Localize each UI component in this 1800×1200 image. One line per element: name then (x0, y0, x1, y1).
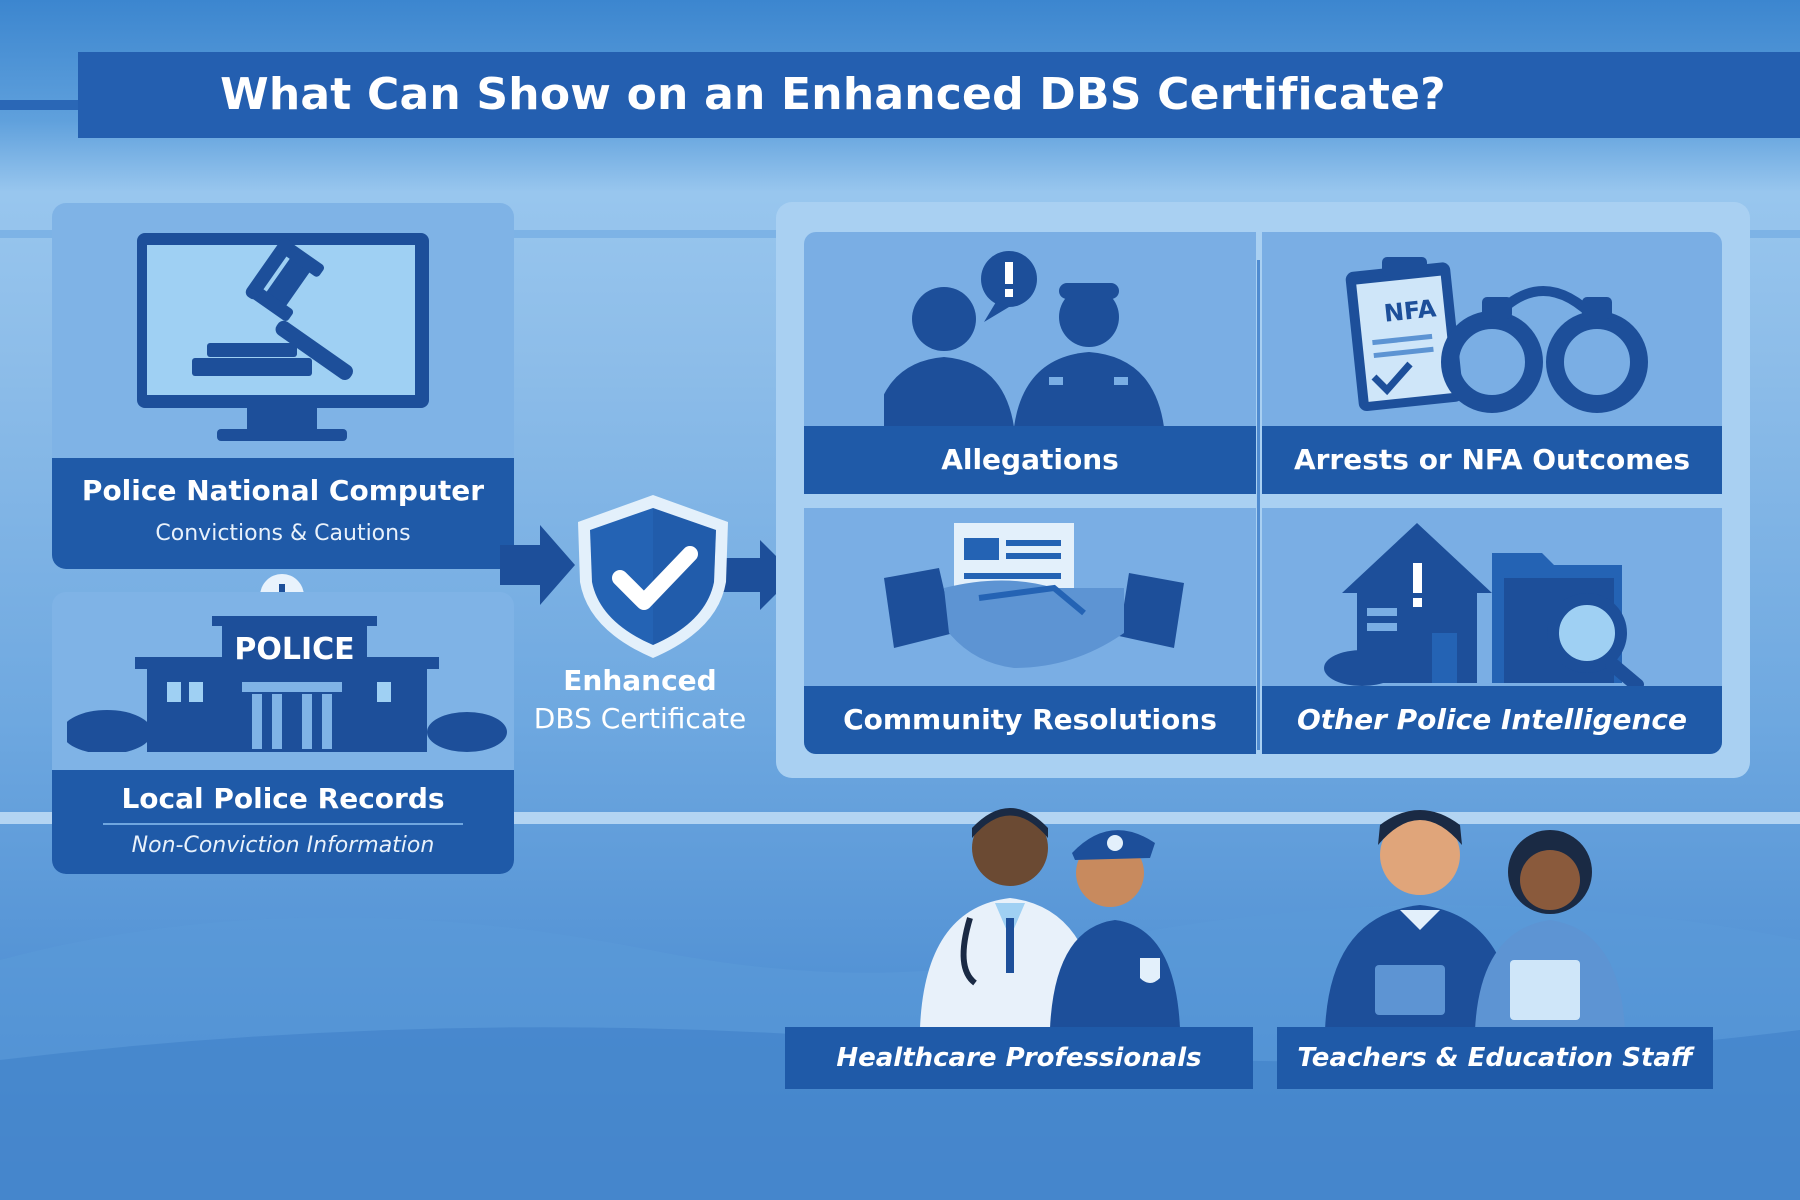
certificate-line1: Enhanced (563, 664, 717, 697)
shield-check-icon (578, 495, 728, 658)
certificate-label: Enhanced DBS Certificate (520, 662, 760, 738)
pnc-title: Police National Computer (81, 474, 485, 507)
tile-divider (1257, 260, 1260, 750)
pnc-card: Police National Computer Convictions & C… (52, 203, 514, 569)
handshake-icon (884, 523, 1184, 668)
house-folder-magnifier-icon (1324, 523, 1645, 693)
teachers-icon (1325, 810, 1625, 1030)
doctor-and-police-officer-icon (920, 808, 1180, 1028)
outcome-label: Community Resolutions (804, 686, 1256, 754)
handcuffs-clipboard-icon (1345, 257, 1648, 413)
title-bar (78, 52, 1800, 138)
divider (103, 823, 463, 825)
outcome-tile-intelligence: Other Police Intelligence (1262, 508, 1722, 754)
local-subtitle: Non-Conviction Information (131, 833, 435, 858)
audience-label: Healthcare Professionals (785, 1027, 1253, 1089)
police-station-icon (67, 616, 507, 752)
local-title: Local Police Records (121, 782, 445, 815)
local-label-band: Local Police Records Non-Conviction Info… (52, 770, 514, 874)
outcome-tile-arrests: NFA Arrests or NFA Outcomes (1262, 232, 1722, 494)
page-title: What Can Show on an Enhanced DBS Certifi… (220, 69, 1446, 120)
outcome-label: Allegations (804, 426, 1256, 494)
police-sign: POLICE (234, 632, 355, 667)
certificate-line2: DBS Certificate (533, 702, 747, 735)
pnc-subtitle: Convictions & Cautions (155, 521, 411, 546)
gavel-monitor-icon (137, 233, 429, 441)
outcome-label: Arrests or NFA Outcomes (1262, 426, 1722, 494)
outcome-tile-community: Community Resolutions (804, 508, 1256, 754)
pnc-label-band: Police National Computer Convictions & C… (52, 458, 514, 569)
outcome-label: Other Police Intelligence (1262, 686, 1722, 754)
arrow-right-icon (500, 525, 575, 605)
local-police-card: POLICE Local Police Records Non-Convicti… (52, 592, 514, 874)
audience-label: Teachers & Education Staff (1277, 1027, 1713, 1089)
title-accent-stripe (0, 100, 80, 110)
outcome-tile-allegations: Allegations (804, 232, 1256, 494)
allegation-conversation-icon (884, 251, 1164, 427)
